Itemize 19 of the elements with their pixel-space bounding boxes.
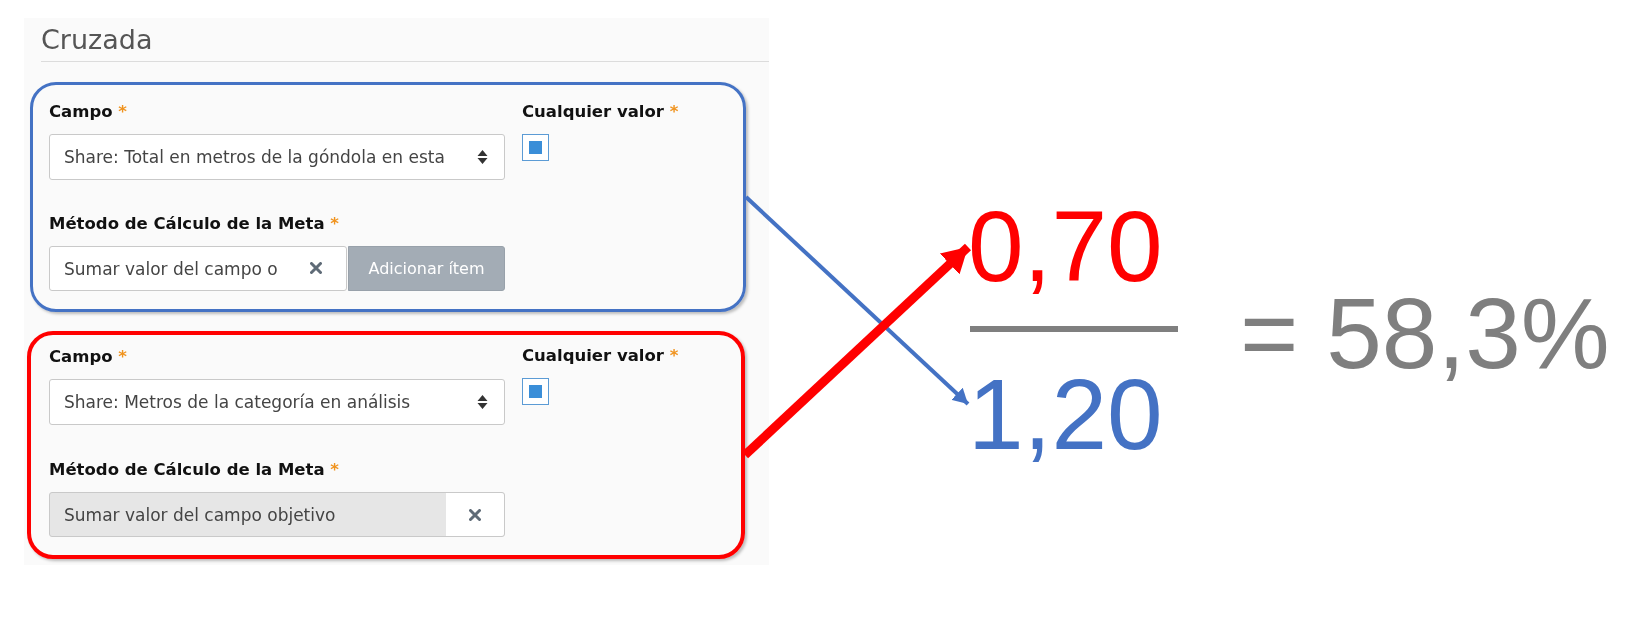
result-text: = 58,3%: [1240, 283, 1610, 383]
highlight-frame: [30, 82, 746, 312]
denominator-text: 1,20: [968, 364, 1163, 464]
field-label: Cualquier valor *: [522, 101, 679, 123]
numerator-text: 0,70: [968, 196, 1163, 296]
highlight-frame: [27, 331, 745, 559]
select-field: Share: Metros de la categoría en análisis: [49, 379, 505, 425]
form-panel: [24, 18, 769, 565]
field-label: Método de Cálculo de la Meta *: [49, 459, 339, 481]
field-label: Método de Cálculo de la Meta *: [49, 213, 339, 235]
panel-heading: Cruzada: [41, 24, 153, 56]
field-label: Campo *: [49, 101, 127, 123]
field-label: Cualquier valor *: [522, 345, 679, 367]
add-button: Adicionar ítem: [348, 246, 505, 291]
field-label: Campo *: [49, 346, 127, 368]
arrow: [744, 195, 970, 406]
select-field: Share: Total en metros de la góndola en esta: [49, 134, 505, 180]
text-input: Sumar valor del campo o: [49, 246, 347, 291]
text-input: Sumar valor del campo objetivo: [49, 492, 505, 537]
